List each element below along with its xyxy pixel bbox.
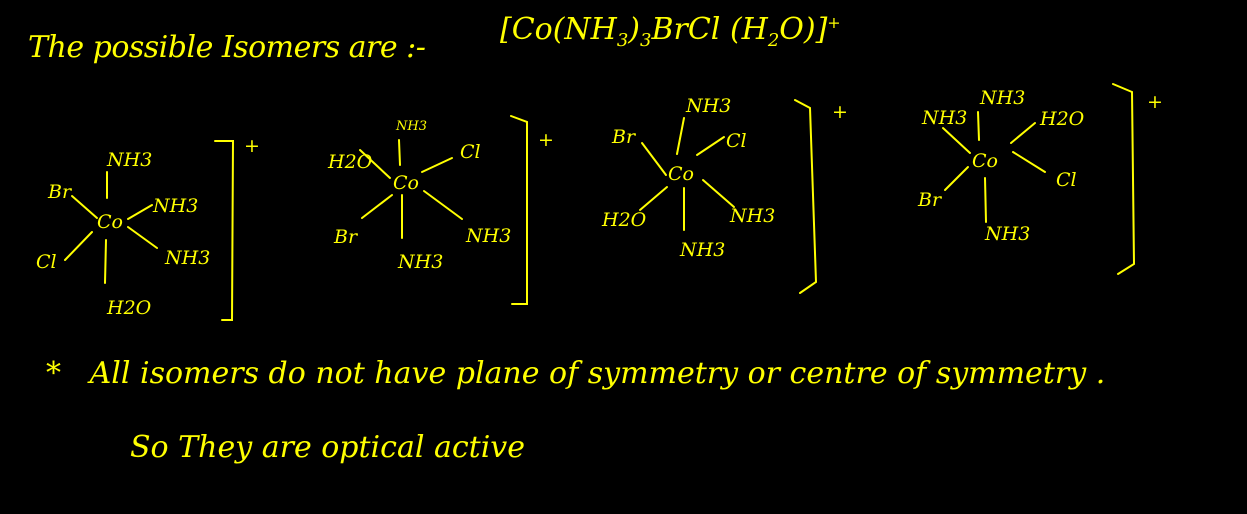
center-co: Co	[972, 150, 998, 172]
ligand-upper-right: NH3	[152, 195, 198, 217]
ligand-top: NH3	[685, 95, 731, 117]
complex-formula: [Co(NH3)3BrCl (H2O)]+	[500, 12, 841, 51]
ligand-bottom: NH3	[679, 239, 725, 261]
ligand-upper-left: Br	[47, 181, 73, 203]
isomer-1: Co NH3 Br NH3 Cl NH3 H2O +	[36, 135, 260, 321]
center-co: Co	[668, 163, 694, 185]
bullet-star: *	[46, 356, 61, 391]
formula-prefix: [Co(NH	[500, 12, 617, 47]
note-line-1: * All isomers do not have plane of symme…	[46, 356, 1105, 391]
ligand-bottom: NH3	[984, 223, 1030, 245]
isomer-3: Co NH3 Br Cl H2O NH3 NH3 +	[601, 95, 848, 294]
isomer-4: Co NH3 NH3 H2O Br Cl NH3 +	[917, 83, 1163, 275]
ligand-lower-right: NH3	[465, 225, 511, 247]
formula-rest: BrCl (H	[651, 12, 768, 47]
note-line-2: So They are optical active	[130, 430, 526, 465]
formula-charge: +	[827, 13, 841, 32]
ligand-upper-right: Cl	[460, 141, 481, 163]
ligand-lower-left: H2O	[601, 209, 647, 231]
ligand-top: NH3	[395, 119, 427, 134]
ligand-top: NH3	[979, 87, 1025, 109]
note-text-1: All isomers do not have plane of symmetr…	[89, 356, 1106, 391]
formula-sub: 2	[767, 30, 780, 51]
intro-heading: The possible Isomers are :-	[28, 30, 426, 65]
ligand-upper-left: NH3	[921, 107, 967, 129]
ligand-upper-left: Br	[611, 126, 637, 148]
ligand-lower-right: NH3	[164, 247, 210, 269]
charge-plus: +	[538, 129, 554, 151]
center-co: Co	[393, 172, 419, 194]
ligand-lower-left: Br	[917, 189, 943, 211]
ligand-lower-right: Cl	[1056, 169, 1077, 191]
center-co: Co	[97, 211, 123, 233]
ligand-upper-right: Cl	[726, 130, 747, 152]
formula-sub: 3	[616, 30, 629, 51]
charge-plus: +	[244, 135, 260, 157]
ligand-lower-right: NH3	[729, 205, 775, 227]
ligand-upper-right: H2O	[1039, 108, 1085, 130]
ligand-bottom: NH3	[397, 251, 443, 273]
isomer-2: Co NH3 H2O Cl Br NH3 NH3 +	[327, 115, 554, 305]
ligand-lower-left: Cl	[36, 251, 57, 273]
charge-plus: +	[1147, 91, 1163, 113]
ligand-bottom: H2O	[106, 297, 152, 319]
ligand-lower-left: Br	[333, 226, 359, 248]
formula-sub: 3	[640, 30, 652, 51]
charge-plus: +	[832, 101, 848, 123]
ligand-upper-left: H2O	[327, 151, 373, 173]
formula-end: O)]	[779, 12, 828, 47]
ligand-top: NH3	[106, 149, 152, 171]
formula-mid: )	[628, 12, 641, 47]
